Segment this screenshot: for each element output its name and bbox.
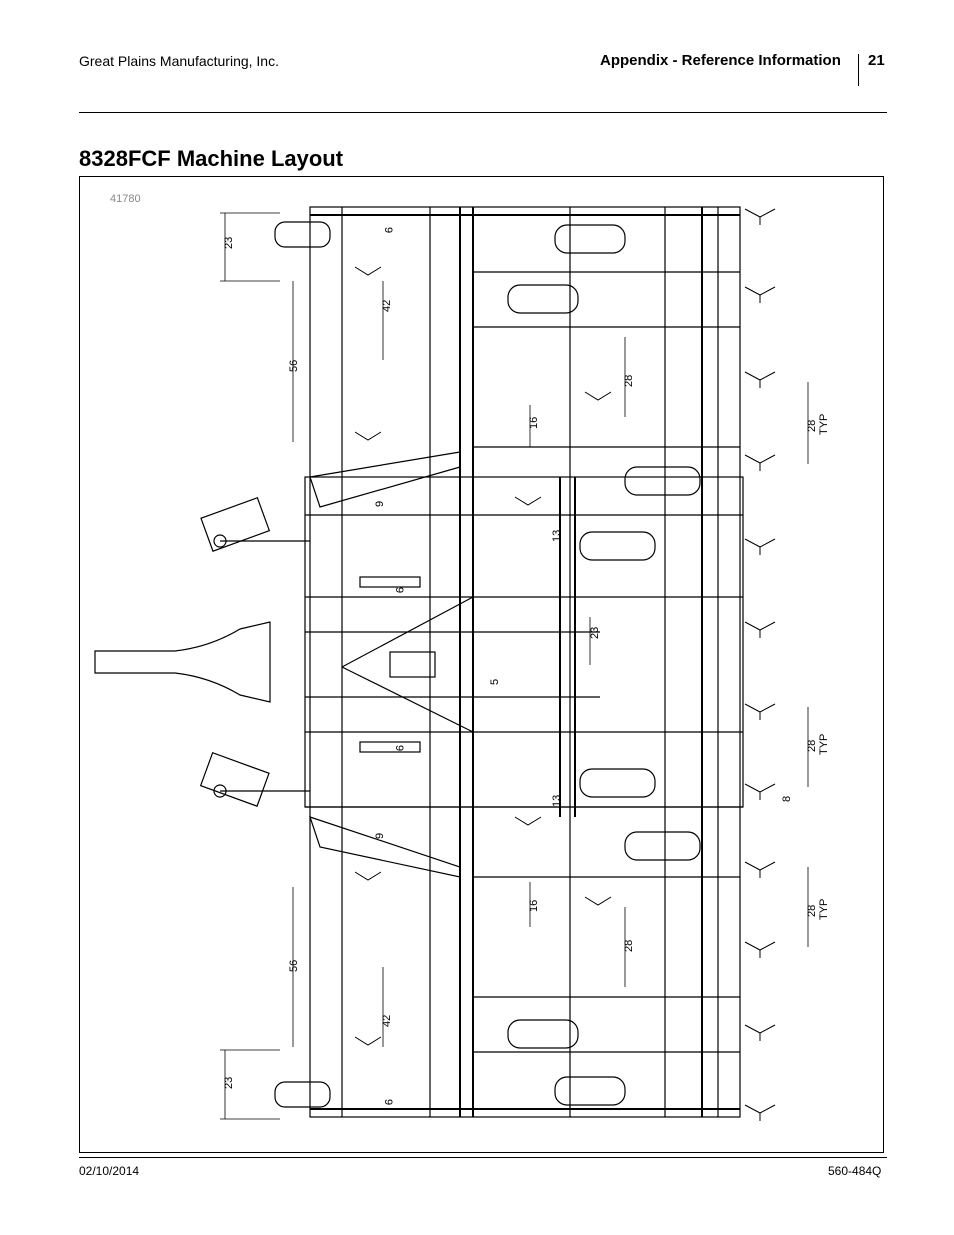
dim-label: 28	[806, 420, 818, 432]
gauge-wheel	[274, 1081, 331, 1108]
dim-label: 42	[381, 300, 393, 312]
dim-label: 9	[374, 833, 386, 839]
footer-rule	[79, 1157, 887, 1158]
main-frame	[309, 206, 741, 1118]
hitch-tongue	[94, 621, 271, 703]
dim-label: TYP	[818, 734, 830, 755]
header-page-number: 21	[868, 52, 885, 69]
figure-frame	[79, 176, 884, 1153]
header-company: Great Plains Manufacturing, Inc.	[79, 53, 279, 69]
shank-mark	[744, 454, 776, 471]
frame-wheel	[507, 1019, 579, 1049]
shank-mark	[744, 783, 776, 800]
footer-date: 02/10/2014	[79, 1164, 140, 1178]
dim-label: 13	[551, 530, 563, 542]
gauge-wheel	[274, 221, 331, 248]
dim-label: 9	[382, 1099, 394, 1105]
dim-label: 23	[223, 237, 235, 249]
shank-mark	[744, 941, 776, 958]
dim-label: 8	[781, 796, 793, 802]
dim-label: 28	[806, 905, 818, 917]
figure-number: 41780	[110, 193, 141, 205]
shank-mark	[744, 286, 776, 303]
frame-wheel	[624, 466, 701, 496]
dim-label: 56	[288, 960, 300, 972]
frame-wheel	[507, 284, 579, 314]
shank-mark	[744, 861, 776, 878]
dim-label: 5	[489, 679, 501, 685]
dim-label: 42	[381, 1015, 393, 1027]
header-divider	[858, 54, 859, 86]
shank-mark	[744, 538, 776, 555]
dim-label: 9	[382, 227, 394, 233]
frame-wheel	[554, 1076, 626, 1106]
frame-wheel	[579, 768, 656, 798]
dim-label: 28	[806, 740, 818, 752]
dim-label: 9	[374, 501, 386, 507]
dim-label: 28	[623, 375, 635, 387]
shank-mark	[744, 208, 776, 225]
dim-label: TYP	[818, 414, 830, 435]
header-section: Appendix - Reference Information	[600, 52, 841, 69]
shank-mark	[744, 1024, 776, 1041]
dim-label: TYP	[818, 899, 830, 920]
shank-mark	[744, 1104, 776, 1121]
dim-label: 16	[528, 900, 540, 912]
header-rule	[79, 112, 887, 113]
frame-wheel	[624, 831, 701, 861]
dim-label: 16	[528, 417, 540, 429]
dim-label: 23	[589, 627, 601, 639]
dim-label: 9	[393, 745, 405, 751]
frame-wheel	[579, 531, 656, 561]
frame-wheel	[554, 224, 626, 254]
dim-label: 13	[551, 795, 563, 807]
page-title: 8328FCF Machine Layout	[79, 146, 344, 171]
shank-mark	[744, 621, 776, 638]
machine-layout-drawing: 23 9 42 56 16 28 28 TYP 9 13 9 23 5 9 28…	[94, 206, 830, 1121]
dim-label: 23	[223, 1077, 235, 1089]
shank-mark	[744, 703, 776, 720]
footer-doc-number: 560-484Q	[828, 1164, 882, 1178]
dim-label: 56	[288, 360, 300, 372]
shank-mark	[744, 371, 776, 388]
dim-label: 28	[623, 940, 635, 952]
dim-label: 9	[393, 587, 405, 593]
